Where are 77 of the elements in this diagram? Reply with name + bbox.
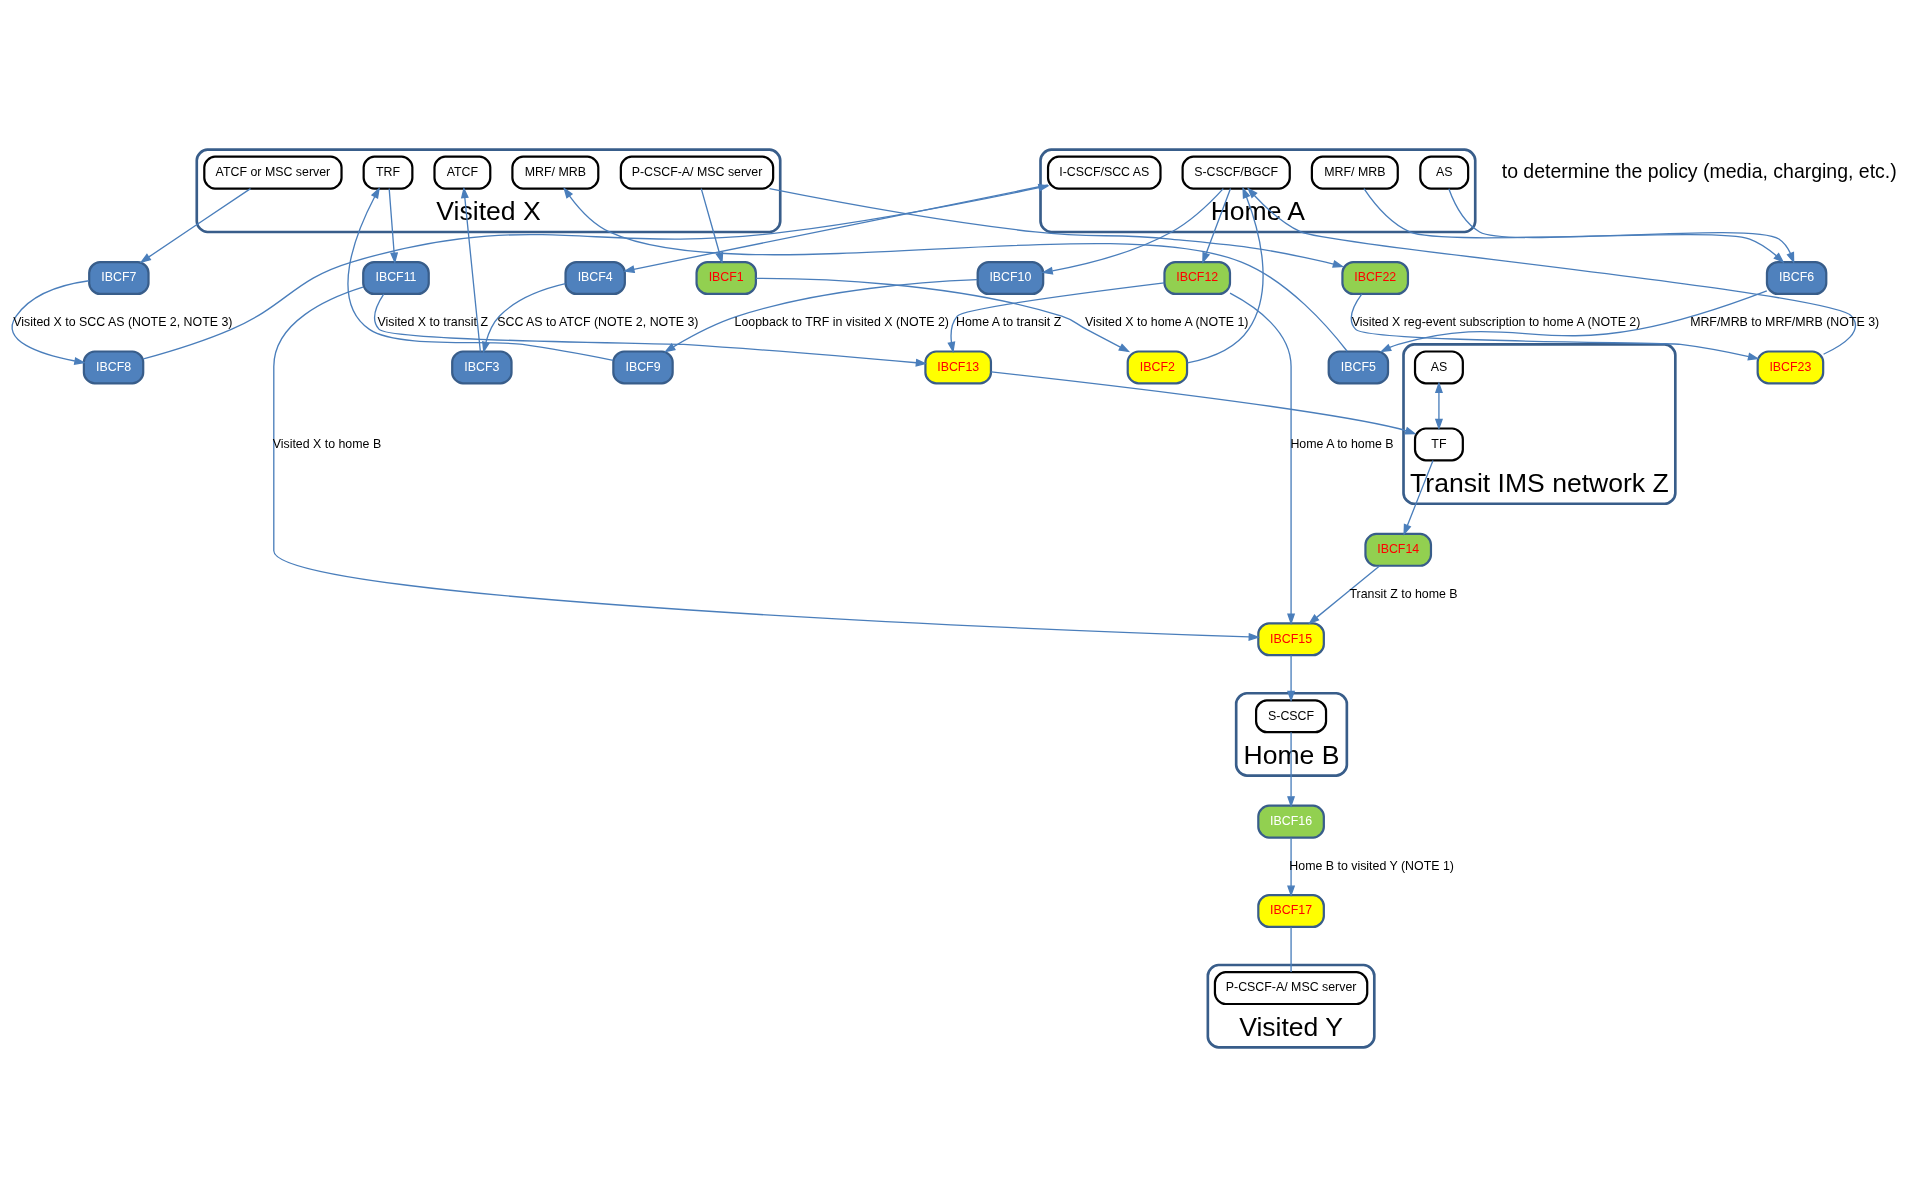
node-box: S-CSCF/BGCF [1181,155,1291,190]
arrow [139,187,252,263]
node-box: IBCF13 [924,349,993,384]
node-box: IBCF3 [451,349,513,384]
node-box: IBCF5 [1327,349,1390,384]
arrow [1287,731,1296,808]
arrow [460,186,481,352]
edge-label: SCC AS to ATCF (NOTE 2, NOTE 3) [497,314,699,329]
node-box: AS [1419,155,1470,190]
node-box: IBCF16 [1257,804,1325,839]
node-box: IBCF17 [1257,893,1325,928]
node-box: P-CSCF-A/ MSC server [1213,970,1369,1005]
node-box: IBCF7 [88,260,150,295]
arrow [1246,186,1857,355]
arrow [1287,836,1296,897]
arrow [374,292,928,367]
node-box: IBCF8 [82,349,145,384]
node-box: IBCF14 [1364,532,1433,567]
connector [1290,925,1292,973]
arrow [1350,292,1760,360]
edge-label: Home B to visited Y (NOTE 1) [1289,858,1454,873]
node-box: IBCF6 [1765,260,1828,295]
arrow [1287,654,1296,702]
arrow [700,187,724,264]
arrow [947,281,1165,353]
arrow [1448,187,1795,264]
node-box: IBCF23 [1756,349,1825,384]
node-box: IBCF12 [1163,260,1232,295]
arrow [1403,459,1434,536]
node-box: ATCF [433,155,492,190]
node-box: TF [1413,426,1464,461]
arrow [623,183,1049,273]
node-box: P-CSCF-A/ MSC server [619,155,775,190]
edge-label: Home A to transit Z [956,314,1062,329]
node-box: IBCF22 [1341,260,1410,295]
arrow [1229,292,1296,625]
node-box: IBCF1 [695,260,757,295]
arrow [482,282,567,353]
arrow [1202,187,1232,264]
arrow [142,183,1050,360]
arrow [1308,564,1381,624]
arrow [755,277,1131,352]
arrow [768,187,1345,268]
node-box: IBCF10 [976,260,1045,295]
node-box: IBCF11 [362,260,430,295]
edge-label: Home A to home B [1290,436,1394,451]
arrow [1363,187,1785,263]
node-box: MRF/ MRB [511,155,600,190]
edge-label: Visited X to home A (NOTE 1) [1084,314,1249,329]
label: to determine the policy (media, charging, etc.) [1501,159,1897,182]
arrow [273,286,1261,641]
edge-label: Visited X to transit Z [377,314,488,329]
node-box: S-CSCF [1255,698,1328,733]
edge-label: MRF/MRB to MRF/MRB (NOTE 3) [1690,314,1880,329]
arrow [11,279,90,365]
node-box: ATCF or MSC server [203,155,343,190]
arrow [1041,187,1224,275]
edge-label: Transit Z to home B [1349,586,1458,601]
node-box: IBCF4 [564,260,626,295]
edge-label: Visited X to SCC AS (NOTE 2, NOTE 3) [13,314,233,329]
arrow [1434,381,1443,430]
arrow [664,278,978,352]
arrow [563,186,1348,352]
arrow [388,187,399,264]
node-box: IBCF15 [1257,621,1325,656]
node-box: MRF/ MRB [1310,155,1399,190]
edge-label: Loopback to TRF in visited X (NOTE 2) [734,314,949,329]
arrow [990,370,1417,434]
node-box: IBCF9 [612,349,674,384]
node-box: TRF [362,155,414,190]
arrow [347,186,614,361]
node-box: AS [1413,349,1464,384]
arrow [1186,186,1264,364]
edge-label: Visited X reg-event subscription to home A (NOTE 2) [1351,314,1641,329]
node-box: IBCF2 [1126,349,1189,384]
node-box: I-CSCF/SCC AS [1046,155,1162,190]
arrow [1379,289,1768,352]
